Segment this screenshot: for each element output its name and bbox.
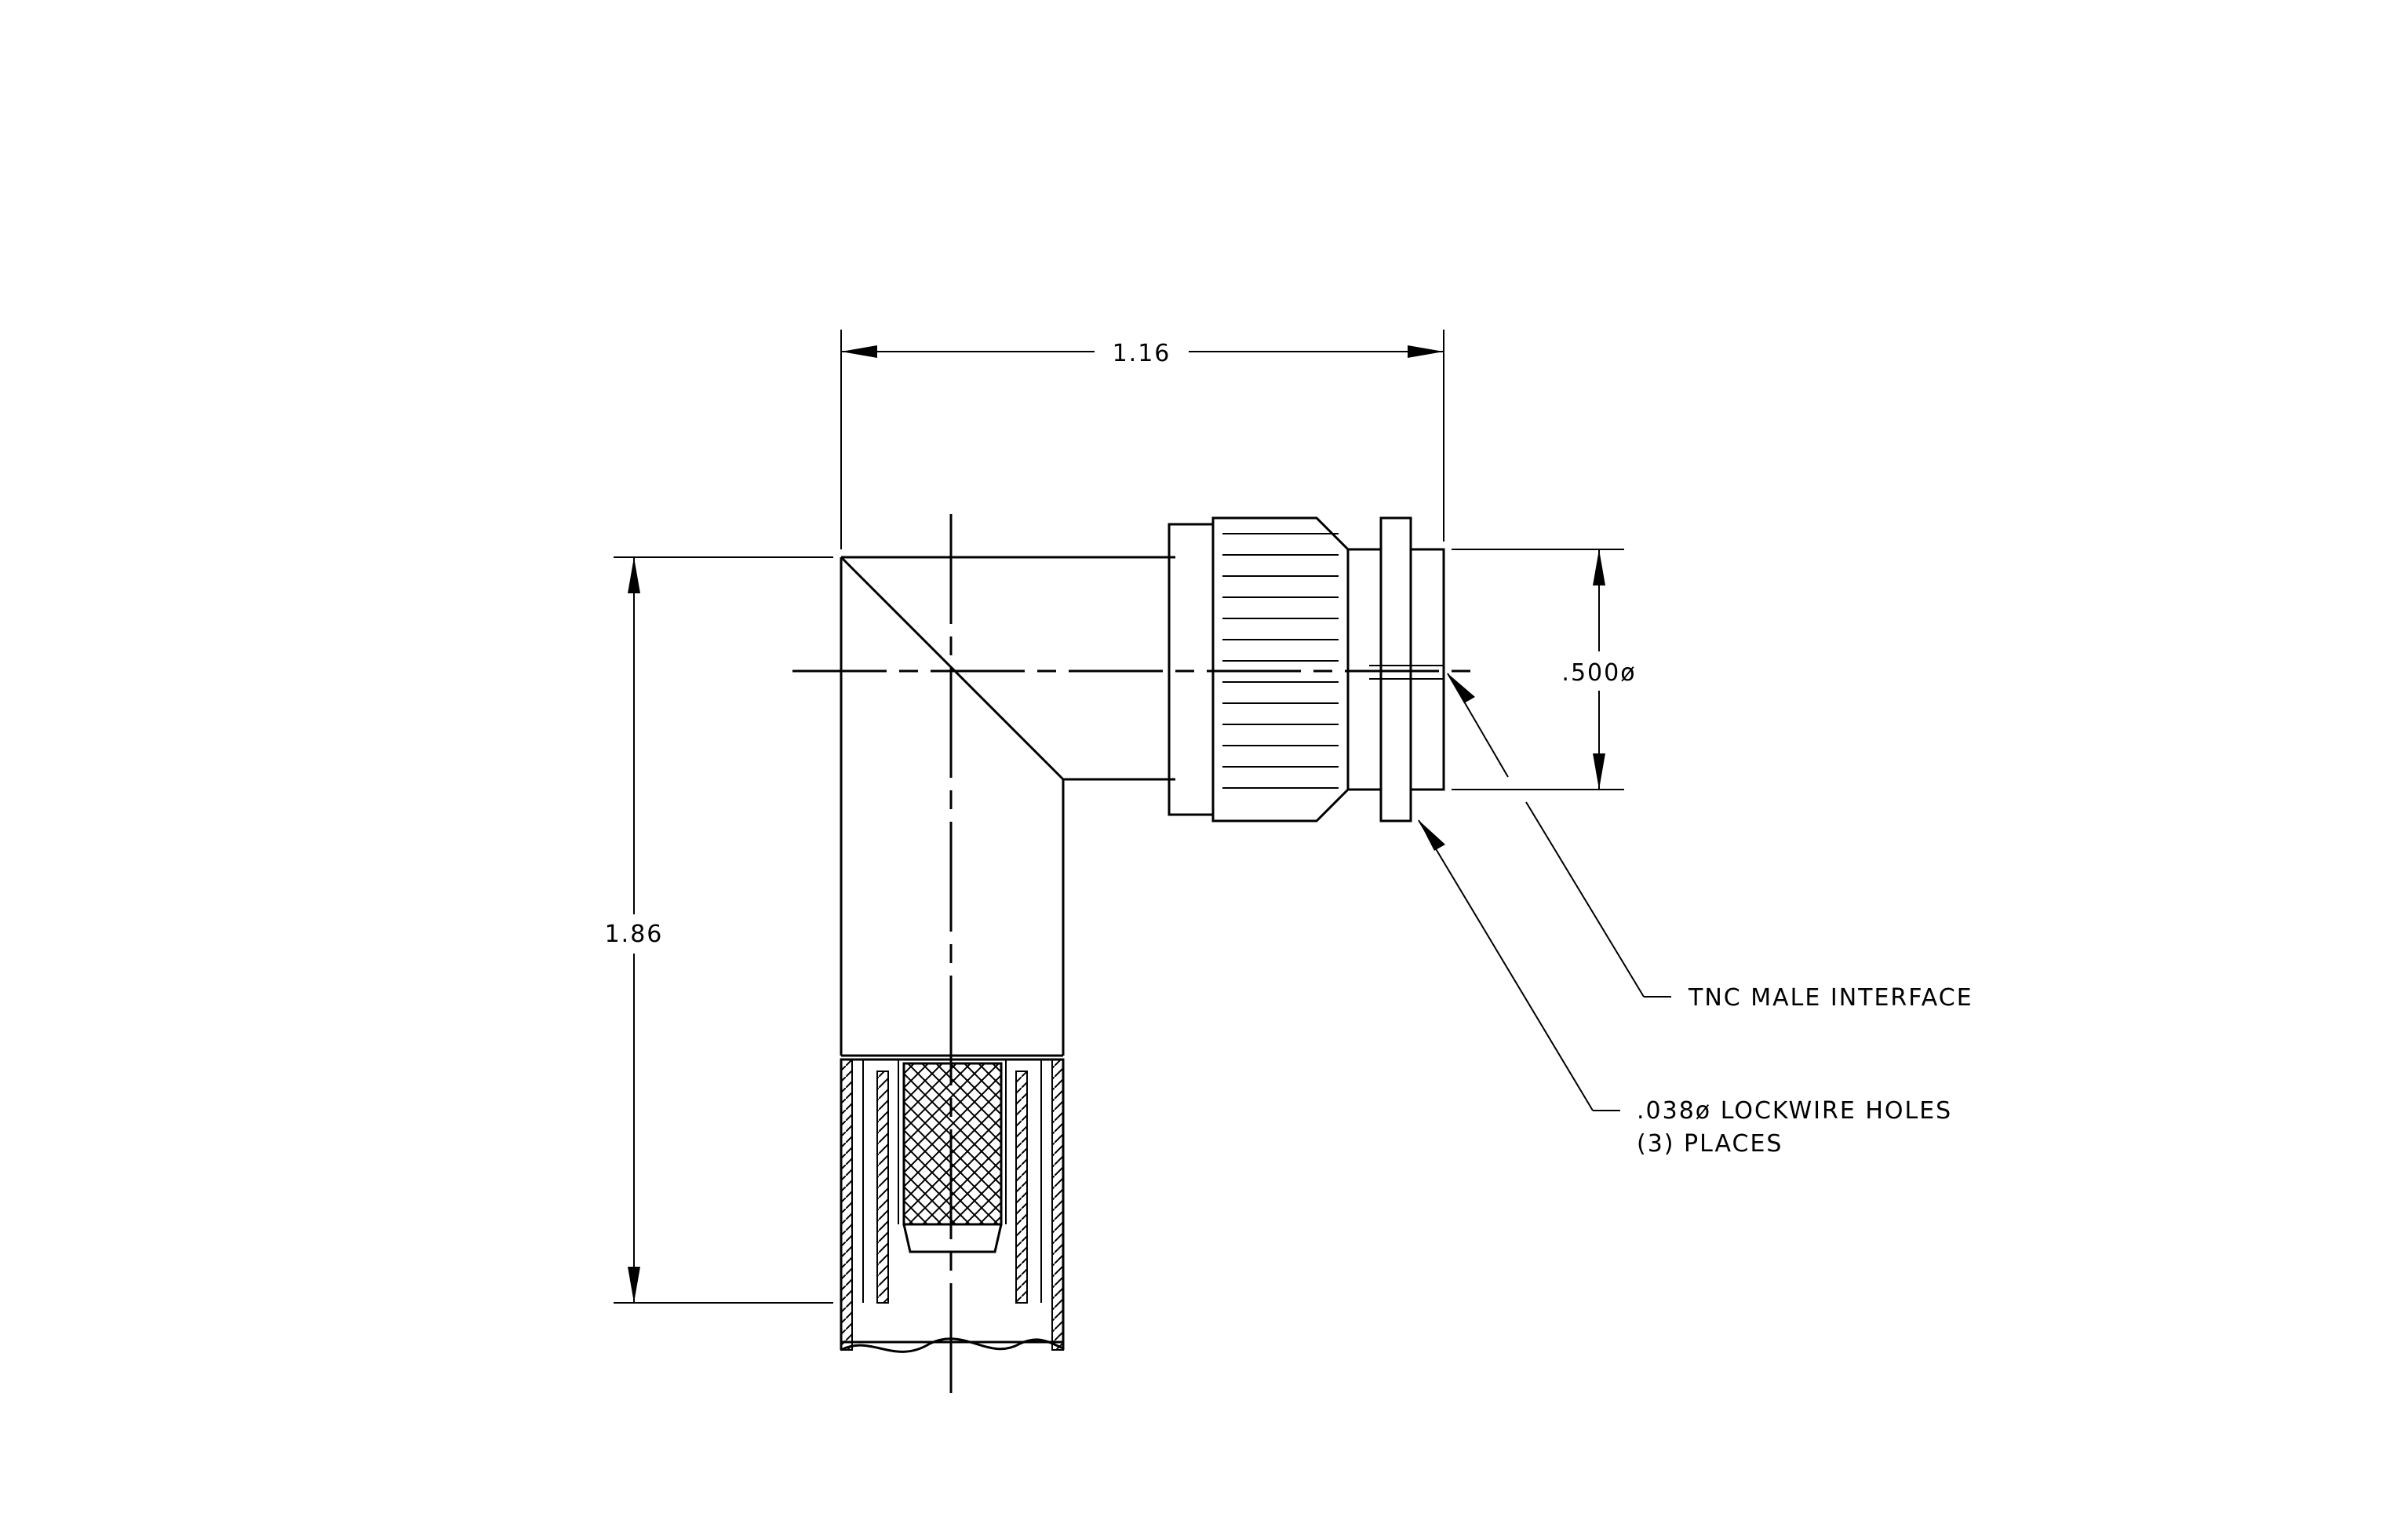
dimension-height: 1.86 bbox=[605, 556, 833, 1304]
coupling-nut bbox=[1168, 516, 1350, 823]
lockwire-callout-line1: .038ø LOCKWIRE HOLES bbox=[1637, 1097, 1952, 1125]
interface-leader: TNC MALE INTERFACE bbox=[1447, 673, 1973, 1012]
height-dimension-label: 1.86 bbox=[605, 921, 664, 948]
interface-end bbox=[1346, 516, 1445, 823]
connector-body bbox=[840, 556, 1175, 1057]
interface-callout: TNC MALE INTERFACE bbox=[1688, 984, 1973, 1012]
diameter-dimension-label: .500ø bbox=[1561, 659, 1636, 687]
lockwire-callout-line2: (3) PLACES bbox=[1637, 1130, 1783, 1158]
cable-section bbox=[840, 1058, 1065, 1353]
lockwire-leader: .038ø LOCKWIRE HOLES (3) PLACES bbox=[1418, 819, 1952, 1158]
knurl-lines bbox=[1222, 533, 1339, 789]
dimension-width: 1.16 bbox=[840, 330, 1444, 549]
dimension-diameter: .500ø bbox=[1452, 549, 1636, 790]
width-dimension-label: 1.16 bbox=[1113, 340, 1171, 367]
